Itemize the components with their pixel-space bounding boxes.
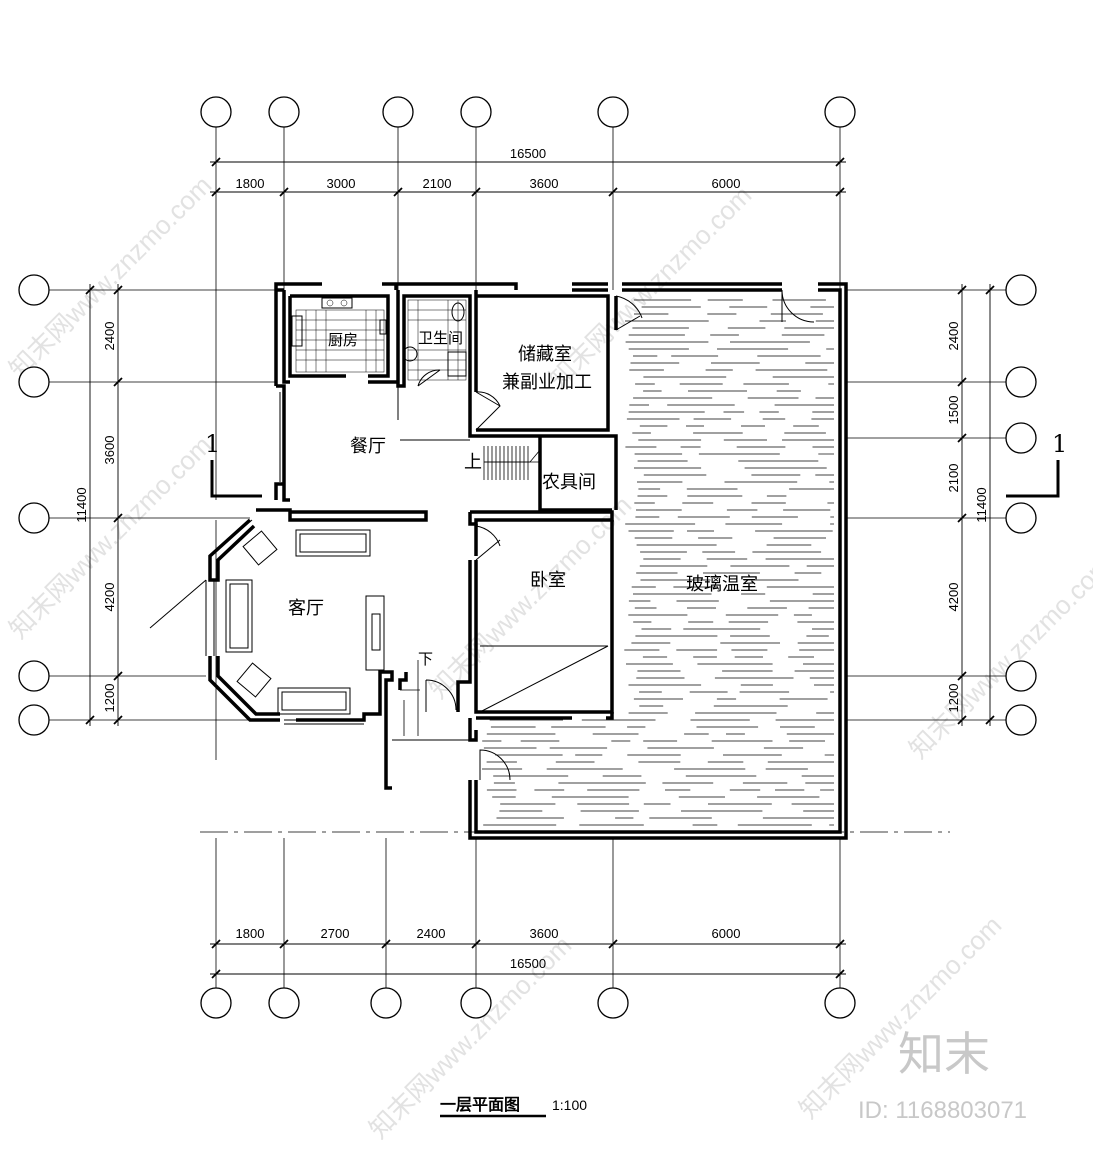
dim-right-total: 11400 xyxy=(974,487,989,522)
dim-right-segment: 1500 xyxy=(946,396,961,425)
axis-bubble xyxy=(1005,660,1037,692)
axis-bubble xyxy=(382,96,414,128)
dim-right-segment: 4200 xyxy=(946,583,961,612)
drawing-title: 一层平面图 xyxy=(440,1095,520,1114)
dim-bottom-segment: 6000 xyxy=(712,926,741,941)
axis-bubble xyxy=(370,987,402,1019)
dim-left-segment: 4200 xyxy=(102,583,117,612)
axis-bubble xyxy=(1005,274,1037,306)
axis-bubble xyxy=(18,660,50,692)
watermark-diagonal: 知末网www.znzmo.com xyxy=(793,910,1007,1124)
dim-top-total: 16500 xyxy=(510,146,546,161)
axis-bubble xyxy=(460,96,492,128)
section-markers xyxy=(210,460,1060,498)
thin-lines xyxy=(149,386,470,741)
room-label-bedroom: 卧室 xyxy=(530,570,566,591)
dim-right-segment: 1200 xyxy=(946,684,961,713)
watermark-diagonal: 知末网www.znzmo.com xyxy=(903,550,1093,764)
dim-left-segment: 3600 xyxy=(102,436,117,465)
axis-lines xyxy=(49,127,1006,988)
dim-right-segment: 2100 xyxy=(946,464,961,493)
dimension-lines xyxy=(85,157,995,979)
axis-bubble xyxy=(18,704,50,736)
axis-bubble xyxy=(18,502,50,534)
axis-bubble xyxy=(268,987,300,1019)
stairs xyxy=(400,446,541,736)
dim-top-segment: 1800 xyxy=(236,176,265,191)
dim-bottom-segment: 3600 xyxy=(530,926,559,941)
watermark-diagonal: 知末网www.znzmo.com xyxy=(423,490,637,704)
room-label-dining: 餐厅 xyxy=(350,436,386,457)
dim-bottom-segment: 2400 xyxy=(417,926,446,941)
axis-bubble xyxy=(597,987,629,1019)
dim-top-segment: 3600 xyxy=(530,176,559,191)
axis-bubble xyxy=(824,987,856,1019)
axis-bubble xyxy=(200,96,232,128)
living-furniture xyxy=(225,529,385,715)
dim-top-segment: 6000 xyxy=(712,176,741,191)
axis-bubble xyxy=(200,987,232,1019)
dim-left-segment: 2400 xyxy=(102,322,117,351)
drawing-scale: 1:100 xyxy=(552,1097,587,1113)
axis-bubble xyxy=(268,96,300,128)
dim-left-segment: 1200 xyxy=(102,684,117,713)
axis-bubble xyxy=(824,96,856,128)
axis-bubble xyxy=(1005,704,1037,736)
axis-bubble xyxy=(1005,366,1037,398)
dim-top-segment: 2100 xyxy=(423,176,452,191)
dim-left-total: 11400 xyxy=(74,487,89,522)
watermark-brand: 知末 xyxy=(898,1027,990,1081)
axis-bubble xyxy=(460,987,492,1019)
dim-bottom-segment: 1800 xyxy=(236,926,265,941)
dim-right-segment: 2400 xyxy=(946,322,961,351)
axis-bubble xyxy=(1005,502,1037,534)
greenhouse-hatching xyxy=(482,299,834,826)
room-label-living: 客厅 xyxy=(288,598,324,619)
bathroom-tiles xyxy=(402,299,467,381)
axis-bubble xyxy=(18,366,50,398)
axis-bubbles xyxy=(18,96,1037,1019)
axis-bubble xyxy=(597,96,629,128)
room-label-bathroom: 卫生间 xyxy=(418,329,463,347)
section-marker-left: 1 xyxy=(205,430,220,458)
section-marker-right: 1 xyxy=(1052,430,1067,458)
kitchen-tiles xyxy=(291,297,387,373)
room-label-kitchen: 厨房 xyxy=(328,331,358,349)
room-label-greenhouse: 玻璃温室 xyxy=(686,574,758,595)
room-label-storage-secondary: 兼副业加工 xyxy=(502,372,592,393)
watermark-diagonal: 知末网www.znzmo.com xyxy=(543,180,757,394)
dim-top-segment: 3000 xyxy=(327,176,356,191)
axis-bubble xyxy=(18,274,50,306)
axis-bubble xyxy=(1005,422,1037,454)
dimension-texts: 16500 1800 3000 2100 3600 6000 1800 2700… xyxy=(74,146,989,971)
stair-up-label: 上 xyxy=(464,452,482,473)
dim-bottom-segment: 2700 xyxy=(321,926,350,941)
room-label-storage: 储藏室 xyxy=(518,344,572,365)
watermark-id: ID: 1168803071 xyxy=(858,1097,1027,1124)
room-label-tool-room: 农具间 xyxy=(542,472,596,493)
watermark-diagonal-group: 知末网www.znzmo.com 知末网www.znzmo.com 知末网www… xyxy=(3,170,1093,1144)
dim-bottom-total: 16500 xyxy=(510,956,546,971)
stair-down-label: 下 xyxy=(418,650,433,668)
